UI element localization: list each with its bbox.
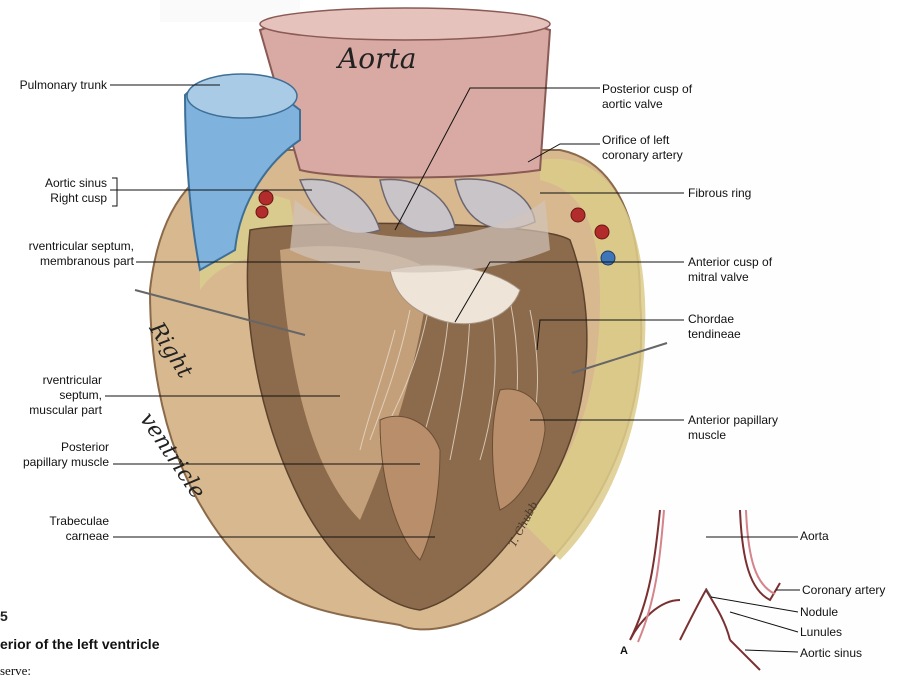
posterior-papillary-muscle	[379, 415, 441, 561]
septum-surface	[280, 246, 430, 520]
inset-leader-lines	[706, 536, 800, 653]
aorta-organ-label: Aorta	[338, 42, 417, 75]
label-trabeculae: Trabeculae carneae	[49, 514, 109, 543]
label-fibrous-ring: Fibrous ring	[688, 186, 752, 200]
figure-number: 5	[0, 608, 8, 624]
inset-label-coronary: Coronary artery	[802, 583, 886, 597]
label-anterior-cusp-mitral: Anterior cusp of mitral valve	[688, 255, 773, 284]
leader-lines	[105, 84, 684, 538]
label-orifice-coronary: Orifice of left coronary artery	[602, 133, 683, 162]
inset-panel-id: A	[620, 645, 628, 657]
label-posterior-papillary: Posterior papillary muscle	[22, 440, 109, 469]
label-septum-muscular: rventricular septum, muscular part	[29, 373, 102, 417]
label-aortic-sinus: Aortic sinus Right cusp	[44, 176, 107, 205]
figure-body-text: serve:	[0, 663, 32, 678]
label-posterior-cusp: Posterior cusp of aortic valve	[602, 82, 693, 111]
chordae-fibres	[359, 299, 538, 461]
label-anterior-papillary: Anterior papillary muscle	[688, 413, 779, 442]
anterior-papillary-muscle	[492, 388, 546, 511]
inset-label-lunules: Lunules	[800, 625, 843, 639]
retractor-left	[134, 289, 306, 336]
coronary-vessels	[255, 190, 616, 266]
retractor-right	[571, 342, 668, 374]
inset-label-aortic-sinus: Aortic sinus	[800, 646, 863, 660]
valve-base	[290, 200, 550, 273]
figure-title: erior of the left ventricle	[0, 636, 160, 652]
label-septum-membranous: rventricular septum, membranous part	[28, 239, 134, 268]
inset-label-nodule: Nodule	[800, 605, 839, 619]
aortic-valve-cusps	[298, 178, 536, 235]
inset-diagram	[629, 509, 781, 671]
aorta-opening	[259, 7, 551, 41]
label-chordae: Chordae tendineae	[688, 312, 741, 341]
label-pulmonary-trunk: Pulmonary trunk	[19, 78, 107, 92]
inset-label-aorta: Aorta	[800, 529, 829, 543]
